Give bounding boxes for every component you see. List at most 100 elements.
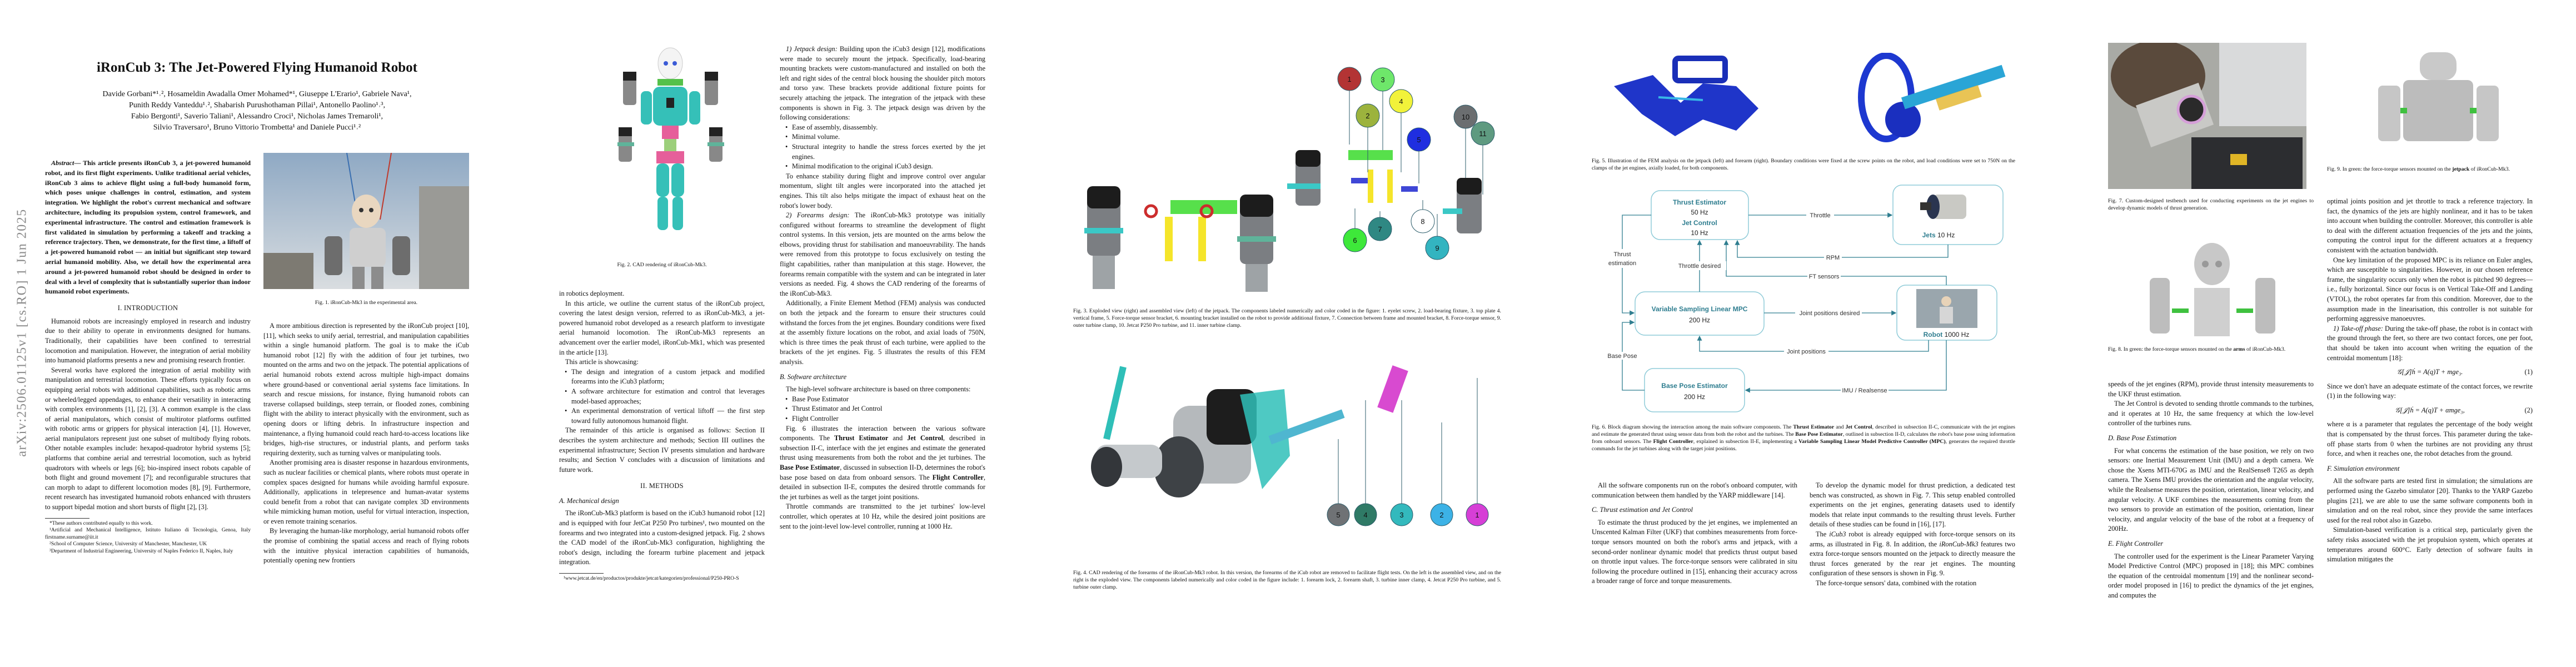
footnote: ³Department of Industrial Engineering, U…: [49, 548, 233, 554]
fig9-caption: Fig. 9. In green: the force-torque senso…: [2327, 166, 2532, 173]
fig3-label: 6: [1353, 236, 1357, 245]
author-line: Fabio Bergonti¹, Saverio Taliani¹, Aless…: [131, 112, 383, 121]
text-run: Fig. 9. In green: the force-torque senso…: [2327, 166, 2453, 172]
robot-photo-icon: [1916, 289, 1977, 328]
text-run: — This article presents iRonCub 3, a jet…: [45, 159, 251, 296]
exploded-jetpack: [1287, 150, 1482, 233]
bold-text: Flight Controller: [932, 473, 984, 481]
fig3-label: 2: [1366, 112, 1369, 120]
abstract: Abstract— This article presents iRonCub …: [45, 158, 251, 297]
bold-text: Flight Controller: [1653, 439, 1693, 445]
rpm-label: RPM: [1826, 255, 1840, 261]
text-run: Fig. 6 illustrates the interaction betwe…: [780, 424, 985, 442]
paragraph: 2) Forearms design: The iRonCub-Mk3 prot…: [780, 211, 985, 298]
paragraph: By leveraging the human-like morphology,…: [263, 527, 469, 565]
fig3-label: 1: [1347, 75, 1351, 83]
joint-positions-label: Joint positions: [1787, 349, 1826, 355]
fig4-caption: Fig. 4. CAD rendering of the forearms of…: [1073, 570, 1501, 590]
paragraph: Since we don't have an adequate estimate…: [2327, 382, 2533, 400]
paragraph: The remainder of this article is organis…: [559, 426, 765, 474]
throttle-label: Throttle: [1810, 212, 1830, 219]
fig7-testbench-photo: [2108, 40, 2306, 189]
mpc-rate: 200 Hz: [1689, 316, 1710, 324]
text-run: of iRonCub-Mk3.: [2245, 346, 2286, 352]
paragraph: In this article, we outline the current …: [559, 299, 765, 356]
thrust-estimator-rate: 50 Hz: [1691, 208, 1708, 216]
text-run: and: [1834, 424, 1846, 430]
equation-number: (1): [2524, 368, 2533, 376]
fig5-caption: Fig. 5. Illustration of the FEM analysis…: [1592, 158, 2015, 171]
fig4-label: 3: [1399, 511, 1403, 519]
paragraph: optimal joints position and jet throttle…: [2327, 197, 2533, 254]
text-run: , detailed in subsection II-E, computes …: [780, 473, 986, 501]
text-run: , described in subsection II-C, interfac…: [780, 434, 985, 462]
fig3-label: 5: [1417, 136, 1421, 144]
text-run: Fig. 8. In green: the force-torque senso…: [2108, 346, 2234, 352]
author-line: Davide Gorbani*¹˒², Hosameldin Awadalla …: [102, 90, 412, 98]
text-run: , described in subsection II-C, communic…: [1592, 424, 2015, 437]
bullet-item: Thrust Estimator and Jet Control: [780, 404, 985, 414]
fig4-forearm-views: 5 4 3 2 1: [1073, 356, 1501, 534]
fig3-label: 9: [1435, 244, 1439, 252]
footnote: ²School of Computer Science, University …: [49, 541, 207, 547]
paragraph: Throttle commands are transmitted to the…: [780, 502, 985, 530]
bold-text: Jet Control: [1845, 424, 1872, 430]
subsection-heading: D. Base Pose Estimation: [2108, 434, 2177, 442]
footnote-divider: [559, 573, 604, 574]
text-run: features two extra force-torque sensors …: [1810, 540, 2015, 578]
paragraph: in robotics deployment.: [559, 290, 625, 297]
mpc-label: Variable Sampling Linear MPC: [1652, 305, 1748, 313]
fig4-label: 1: [1475, 511, 1479, 519]
footnote: ¹Artificial and Mechanical Intelligence,…: [45, 527, 251, 540]
paragraph: The controller used for the experiment i…: [2108, 552, 2314, 599]
bold-text: Base Pose Estimator: [1795, 431, 1843, 437]
bold-text: Thrust Estimator: [1793, 424, 1835, 430]
bullet-item: Flight Controller: [780, 414, 985, 424]
fig1-caption: Fig. 1. iRonCub-Mk3 in the experimental …: [315, 300, 418, 306]
page5-right-column: optimal joints position and jet throttle…: [2327, 197, 2533, 565]
fig2-robot-cad: [613, 47, 728, 238]
bullet-item: Ease of assembly, disassembly.: [780, 123, 985, 133]
bullet-item: Minimal modification to the original iCu…: [780, 162, 985, 172]
assembled-jetpack: [1084, 186, 1276, 292]
imu-realsense-label: IMU / Realsense: [1842, 387, 1887, 394]
text-run: Fig. 6. Block diagram showing the intera…: [1592, 424, 1793, 430]
author-line: Punith Reddy Vanteddu¹˒², Shabarish Puru…: [129, 101, 385, 109]
paragraph: The high-level software architecture is …: [786, 385, 971, 394]
paragraph: The force-torque sensors' data, combined…: [1816, 579, 1977, 587]
arxiv-stamp: arXiv:2506.01125v1 [cs.RO] 1 Jun 2025: [14, 208, 29, 457]
fig7-caption: Fig. 7. Custom-designed testbench used f…: [2108, 198, 2314, 211]
paragraph: 1) Take-off phase: During the take-off p…: [2327, 324, 2533, 363]
paragraph: Simulation-based verification is a criti…: [2327, 526, 2533, 564]
text-run: The iRonCub-Mk3 prototype was initially …: [780, 211, 986, 297]
section-heading: I. INTRODUCTION: [117, 304, 178, 312]
text-run: of iRonCub-Mk3.: [2469, 166, 2510, 172]
section-heading: II. METHODS: [640, 482, 684, 490]
robot-box: [1896, 285, 1997, 341]
subsection-heading: A. Mechanical design: [559, 496, 619, 505]
bold-text: Base Pose Estimator: [780, 463, 840, 471]
fig4-label: 2: [1439, 511, 1443, 519]
mpc-box: [1635, 291, 1765, 336]
equation: 𝒢[𝒥]ḣ = A(q)T + αmge₃,(2): [2327, 406, 2533, 416]
text-run: , outlined in subsection II-D, calculate…: [1592, 431, 2016, 445]
fig6-caption: Fig. 6. Block diagram showing the intera…: [1592, 424, 2015, 452]
equation-body: 𝒢[𝒥]ḣ = A(q)T + mge₃.: [2396, 368, 2463, 376]
fig3-label: 8: [1421, 217, 1424, 226]
jet-engine-icon: [1920, 195, 1966, 219]
base-pose-label: Base Pose: [1607, 353, 1637, 360]
fig3-label: 3: [1381, 76, 1384, 84]
equation: 𝒢[𝒥]ḣ = A(q)T + mge₃. (1): [2327, 367, 2533, 377]
paragraph: To estimate the thrust produced by the j…: [1592, 518, 1797, 585]
paragraph: To enhance stability during flight and i…: [780, 172, 985, 210]
paragraph: where α is a parameter that regulates th…: [2327, 420, 2533, 458]
bullet-item: The design and integration of a custom j…: [559, 367, 765, 387]
italic-text: Abstract: [51, 159, 74, 167]
bold-text: arms: [2233, 346, 2245, 352]
paragraph: This article is showcasing:: [565, 358, 639, 366]
paragraph: One key limitation of the proposed MPC i…: [2327, 256, 2533, 323]
text-run: robot is already equipped with force-tor…: [1810, 530, 2015, 548]
subsection-heading: B. Software architecture: [780, 372, 847, 381]
italic-text: 2) Forearms design:: [786, 211, 850, 220]
italic-text: iRonCub-Mk3: [1939, 540, 1979, 548]
